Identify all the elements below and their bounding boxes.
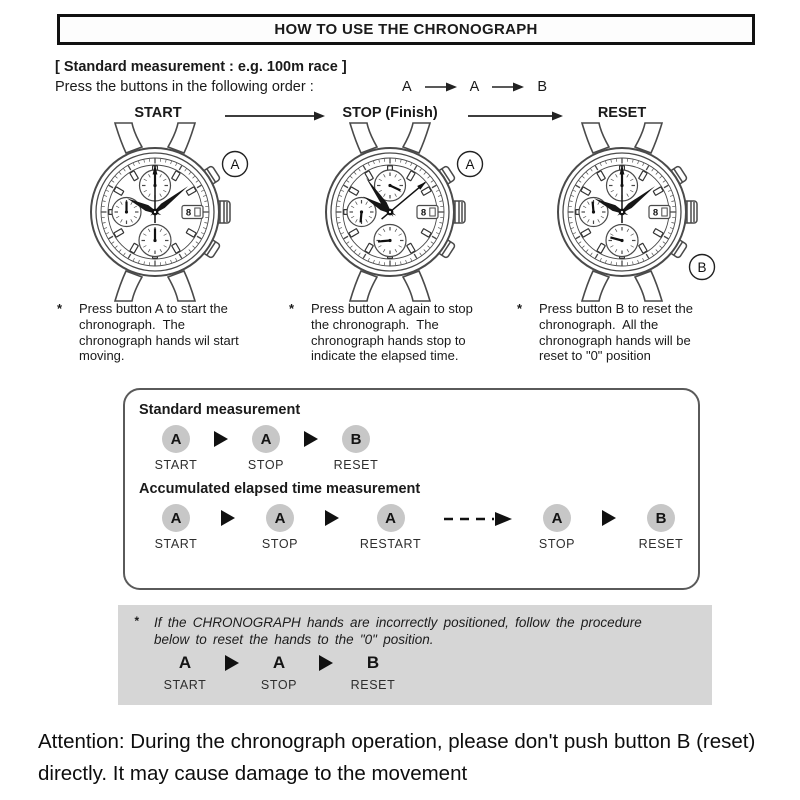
svg-text:8: 8 [421, 208, 426, 219]
sequence-step-label: STOP [538, 537, 576, 551]
standard-measurement-heading: Standard measurement [139, 402, 301, 418]
dashed-arrow-icon [442, 511, 512, 527]
button-a-badge: A [266, 504, 294, 532]
sequence-reset-procedure: A START A STOP B RESET [162, 653, 696, 692]
reset-note-text: If the CHRONOGRAPH hands are incorrectly… [154, 615, 642, 647]
button-a-badge: A [543, 504, 571, 532]
measurement-box: Standard measurement A START A STOP B RESET A… [123, 388, 700, 590]
sequence-step-label: START [154, 458, 198, 472]
sequence-step-label: STOP [247, 458, 285, 472]
step-note-text: Press button B to reset the chronograph.… [539, 301, 693, 364]
bullet-asterisk: * [134, 614, 139, 628]
sequence-step-label: RESET [638, 537, 684, 551]
svg-text:A: A [230, 157, 239, 172]
arrow-right-icon [304, 431, 318, 447]
arrow-right-icon [468, 111, 563, 121]
step-note-stop: * Press button A again to stop the chron… [289, 301, 489, 364]
section-heading: [ Standard measurement : e.g. 100m race … [55, 59, 347, 75]
button-b-badge: B [342, 425, 370, 453]
sequence-step-label: STOP [260, 678, 298, 692]
sequence-step: B RESET [333, 425, 379, 472]
sequence-step: A RESTART [359, 504, 422, 551]
svg-text:8: 8 [653, 208, 658, 219]
sequence-step: A STOP [243, 425, 289, 472]
page-title: HOW TO USE THE CHRONOGRAPH [57, 14, 755, 45]
arrow-right-icon [492, 82, 525, 92]
button-a-badge: A [178, 653, 192, 672]
button-callout: A [456, 150, 484, 178]
sequence-step: A START [162, 653, 208, 692]
step-label-stop: STOP (Finish) [342, 105, 438, 121]
step-label-reset: RESET [597, 105, 647, 121]
arrow-right-icon [225, 110, 325, 122]
sequence-step: B RESET [350, 653, 396, 692]
attention-note: Attention: During the chronograph operat… [38, 730, 756, 785]
arrow-right-icon [319, 655, 333, 671]
arrow-right-icon [424, 82, 457, 92]
button-a-badge: A [252, 425, 280, 453]
button-callout: B [688, 253, 716, 281]
svg-text:8: 8 [186, 208, 191, 219]
bullet-asterisk: * [289, 301, 295, 316]
button-letter: A [469, 79, 480, 95]
button-callout: A [221, 150, 249, 178]
sequence-step: A START [153, 425, 199, 472]
arrow-right-icon [424, 82, 457, 92]
step-note-reset: * Press button B to reset the chronograp… [517, 301, 717, 364]
intro-text: Press the buttons in the following order… [55, 79, 314, 95]
svg-text:A: A [465, 157, 474, 172]
reset-note: * If the CHRONOGRAPH hands are incorrect… [134, 614, 696, 648]
button-letter: A [402, 79, 412, 95]
sequence-step-label: RESET [350, 678, 396, 692]
button-a-badge: A [376, 504, 405, 532]
sequence-step: A STOP [256, 653, 302, 692]
watch-illustration-stop: 8 A [314, 120, 486, 304]
arrow-right-icon [221, 510, 235, 526]
sequence-step-label: RESTART [359, 537, 422, 551]
sequence-step: A STOP [534, 504, 580, 551]
sequence-accumulated: A START A STOP A RESTART A STOP B RESET [153, 504, 684, 551]
sequence-step: A START [153, 504, 199, 551]
step-label-start: START [134, 105, 182, 121]
arrow-right-icon [492, 82, 525, 92]
arrow-right-icon [602, 510, 616, 526]
sequence-step-label: START [163, 678, 207, 692]
arrow-right-icon [225, 655, 239, 671]
sequence-step-label: RESET [333, 458, 379, 472]
svg-text:B: B [697, 260, 706, 275]
button-a-badge: A [272, 653, 286, 672]
watch-illustration-reset: 8 B [546, 120, 718, 304]
bullet-asterisk: * [517, 301, 523, 316]
step-note-text: Press button A to start the chronograph.… [79, 301, 239, 364]
button-letter: B [537, 79, 548, 95]
accumulated-measurement-heading: Accumulated elapsed time measurement [139, 481, 421, 497]
arrow-right-icon [325, 510, 339, 526]
bullet-asterisk: * [57, 301, 63, 316]
sequence-step-label: STOP [261, 537, 299, 551]
button-b-badge: B [647, 504, 675, 532]
arrow-right-icon [214, 431, 228, 447]
reset-note-box: * If the CHRONOGRAPH hands are incorrect… [118, 605, 712, 705]
arrow-right-icon [468, 110, 563, 122]
step-note-text: Press button A again to stop the chronog… [311, 301, 473, 364]
button-b-badge: B [366, 653, 380, 672]
intro-button-sequence: A A B [402, 78, 547, 96]
button-a-badge: A [162, 425, 190, 453]
sequence-step: B RESET [638, 504, 684, 551]
sequence-standard: A START A STOP B RESET [153, 425, 684, 472]
page-title-text: HOW TO USE THE CHRONOGRAPH [274, 21, 538, 38]
step-note-start: * Press button A to start the chronograp… [57, 301, 257, 364]
arrow-right-icon [225, 111, 325, 121]
watch-illustration-start: 8 A [79, 120, 251, 304]
sequence-step: A STOP [257, 504, 303, 551]
button-a-badge: A [162, 504, 190, 532]
sequence-step-label: START [154, 537, 198, 551]
